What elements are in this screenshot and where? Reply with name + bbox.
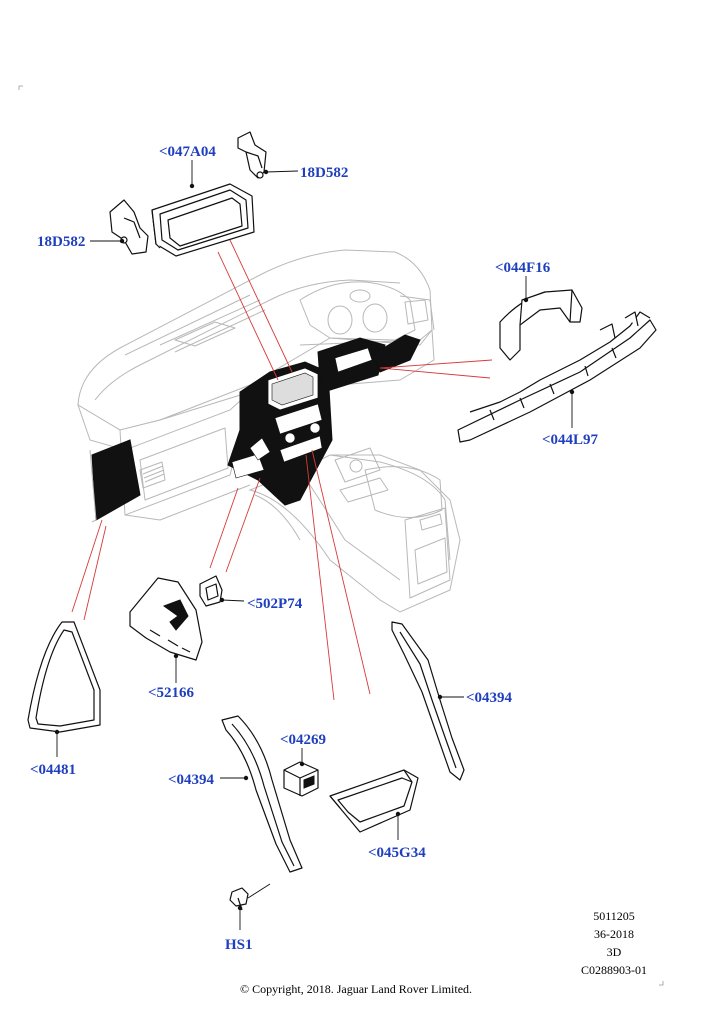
callout-044F16[interactable]: <044F16 bbox=[495, 260, 551, 276]
module-part bbox=[283, 761, 319, 797]
red-leader-lines bbox=[71, 239, 493, 701]
callout-04269[interactable]: <04269 bbox=[280, 732, 326, 748]
bezel-panel-part bbox=[129, 577, 203, 661]
storage-tray-part bbox=[329, 769, 419, 833]
callout-18D582-left[interactable]: 18D582 bbox=[37, 234, 85, 250]
corner-mark-top-left bbox=[18, 85, 23, 90]
copyright-notice: © Copyright, 2018. Jaguar Land Rover Lim… bbox=[240, 982, 472, 996]
callout-502P74[interactable]: <502P74 bbox=[247, 596, 303, 612]
callout-HS1[interactable]: HS1 bbox=[225, 937, 253, 953]
dash-end-panel-dark bbox=[91, 439, 141, 521]
callout-045G34[interactable]: <045G34 bbox=[368, 845, 426, 861]
center-stack-highlight bbox=[227, 334, 421, 506]
callout-047A04[interactable]: <047A04 bbox=[159, 144, 216, 160]
binnacle-cowl-part bbox=[499, 289, 583, 361]
meta-line-3: 3D bbox=[607, 945, 622, 959]
meta-line-4: C0288903-01 bbox=[581, 963, 647, 977]
callout-leaders bbox=[54, 160, 575, 930]
meta-line-2: 36-2018 bbox=[594, 927, 634, 941]
screw-part bbox=[229, 887, 249, 911]
callout-04481[interactable]: <04481 bbox=[30, 762, 76, 778]
dash-end-panel-edge bbox=[89, 449, 97, 523]
callout-04394-right[interactable]: <04394 bbox=[466, 690, 513, 706]
bracket-top-part bbox=[237, 131, 267, 179]
side-trim-strip-left-part bbox=[221, 715, 303, 873]
lower-trim-rail-part bbox=[457, 311, 657, 443]
corner-mark-bottom-right bbox=[659, 981, 664, 986]
switch-pack-part bbox=[199, 575, 223, 607]
bracket-left-part bbox=[109, 199, 149, 255]
side-trim-strip-right-part bbox=[391, 621, 465, 781]
end-cap-part bbox=[27, 621, 101, 733]
callout-18D582-top[interactable]: 18D582 bbox=[300, 165, 348, 181]
callout-044L97[interactable]: <044L97 bbox=[542, 432, 599, 448]
callout-52166[interactable]: <52166 bbox=[148, 685, 195, 701]
display-screen-part bbox=[151, 183, 255, 257]
meta-line-1: 5011205 bbox=[593, 909, 635, 923]
callout-04394-left[interactable]: <04394 bbox=[168, 772, 215, 788]
